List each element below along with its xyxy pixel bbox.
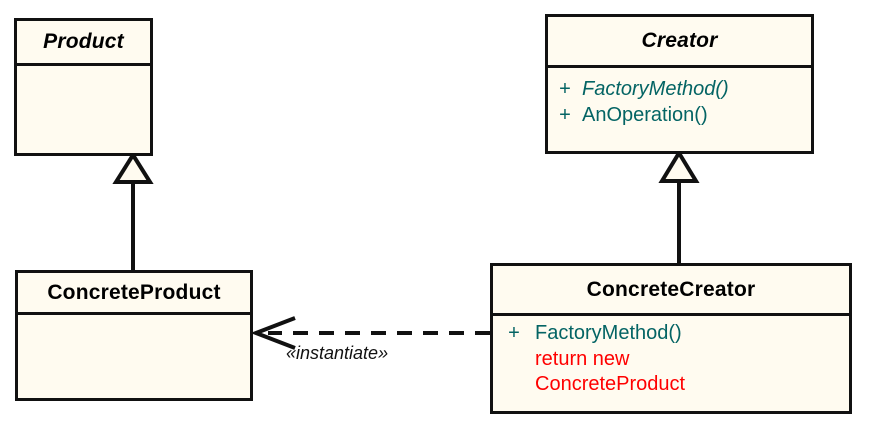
dependency-instantiate-arrow	[250, 316, 490, 350]
dependency-open-arrowhead	[250, 316, 296, 350]
generalization-triangle-product	[112, 151, 154, 184]
class-box-concretecreator[interactable]: ConcreteCreator + FactoryMethod() return…	[490, 263, 852, 414]
class-title-creator: Creator	[641, 29, 718, 52]
class-title-product: Product	[43, 30, 124, 53]
class-box-concreteproduct[interactable]: ConcreteProduct	[15, 270, 253, 401]
member-visibility: +	[508, 322, 520, 344]
generalization-triangle-creator	[658, 149, 700, 183]
member-note-line: return new	[535, 347, 630, 370]
class-box-product[interactable]: Product	[14, 18, 153, 156]
dependency-label-instantiate: «instantiate»	[286, 343, 389, 363]
class-members-compartment-product	[17, 66, 150, 72]
class-name-compartment-concretecreator: ConcreteCreator	[493, 266, 849, 316]
member-note-row: ConcreteProduct	[493, 372, 849, 398]
member-signature: FactoryMethod()	[535, 322, 682, 344]
member-signature: AnOperation()	[582, 103, 708, 126]
member-note-row: return new	[493, 347, 849, 373]
generalization-concretecreator-to-creator	[658, 149, 700, 263]
member-visibility: +	[559, 78, 571, 100]
class-box-creator[interactable]: Creator + FactoryMethod() + AnOperation(…	[545, 14, 814, 154]
member-visibility: +	[559, 103, 571, 126]
class-name-compartment-concreteproduct: ConcreteProduct	[18, 273, 250, 315]
class-members-compartment-concreteproduct	[18, 315, 250, 321]
class-members-compartment-creator: + FactoryMethod() + AnOperation()	[548, 68, 811, 128]
member-row: + AnOperation()	[548, 103, 811, 129]
member-note-line: ConcreteProduct	[535, 373, 686, 396]
class-name-compartment-creator: Creator	[548, 17, 811, 68]
class-name-compartment-product: Product	[17, 21, 150, 66]
member-signature: FactoryMethod()	[582, 78, 729, 100]
class-members-compartment-concretecreator: + FactoryMethod() return new ConcretePro…	[493, 316, 849, 398]
member-row: + FactoryMethod()	[493, 321, 849, 347]
member-row: + FactoryMethod()	[548, 77, 811, 103]
class-title-concretecreator: ConcreteCreator	[586, 277, 756, 301]
generalization-concreteproduct-to-product	[112, 151, 154, 270]
class-title-concreteproduct: ConcreteProduct	[47, 280, 221, 304]
